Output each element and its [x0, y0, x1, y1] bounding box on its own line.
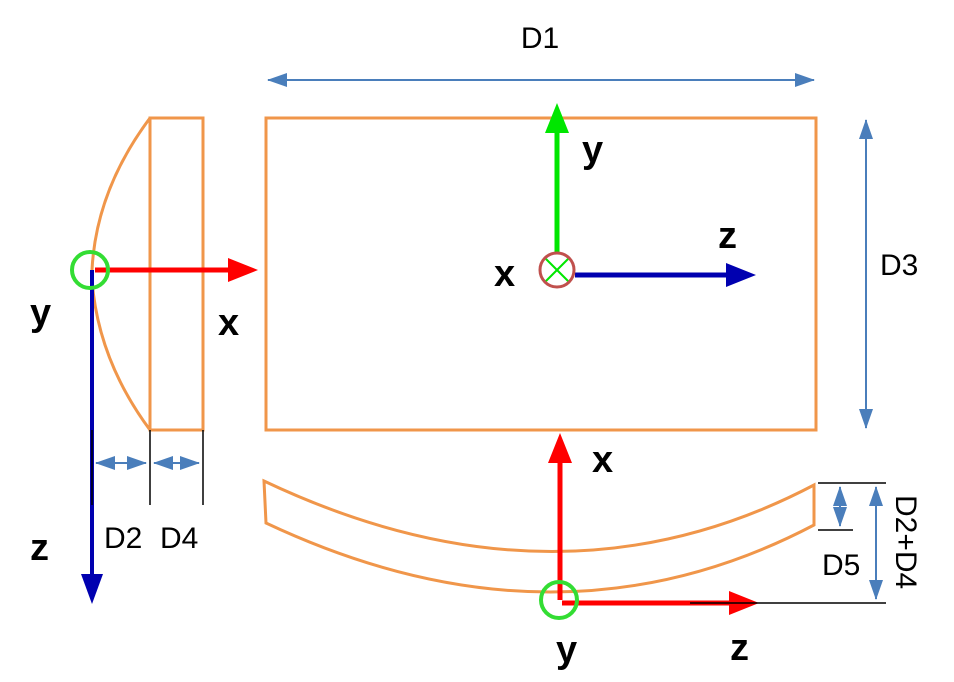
- front-x-label: x: [494, 253, 515, 295]
- side-z-label: z: [30, 527, 49, 569]
- front-y-arrowhead: [545, 103, 569, 133]
- side-curve-lower: [90, 279, 152, 431]
- side-origin-circle-icon: [70, 250, 110, 290]
- bottom-x-arrowhead: [548, 433, 572, 463]
- side-x-label: x: [218, 302, 239, 344]
- side-curve-upper: [90, 117, 152, 271]
- plate-front-view: [264, 116, 818, 432]
- front-z-arrowhead: [726, 263, 756, 287]
- d2-plus-d4-label: D2+D4: [889, 495, 922, 589]
- d1-label: D1: [521, 22, 559, 55]
- side-x-arrowhead: [228, 258, 258, 282]
- bottom-z-label: z: [730, 627, 749, 669]
- bottom-origin-circle-icon: [539, 580, 579, 620]
- front-y-label: y: [582, 129, 603, 171]
- d5-label: D5: [822, 549, 860, 582]
- front-origin-cross-2: [545, 258, 569, 282]
- plate-bottom-view: [262, 478, 816, 594]
- d3-label: D3: [880, 249, 918, 282]
- front-z-label: z: [718, 215, 737, 257]
- bottom-x-label: x: [592, 439, 613, 481]
- d4-label: D4: [160, 522, 198, 555]
- side-y-label: y: [30, 292, 51, 334]
- d2-label: D2: [104, 522, 142, 555]
- side-z-arrowhead: [81, 574, 103, 604]
- bottom-y-label: y: [556, 629, 577, 671]
- plate-side-view: [148, 116, 205, 432]
